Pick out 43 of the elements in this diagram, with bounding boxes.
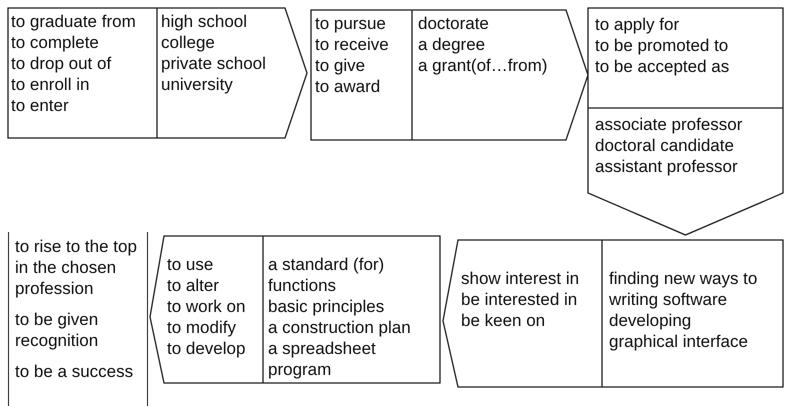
phrase: be interested in — [461, 289, 578, 310]
phrase: to award — [315, 76, 382, 97]
phrase: a grant(of…from) — [418, 55, 548, 76]
phrase: a standard (for) — [268, 254, 386, 275]
phrase: basic principles — [268, 296, 386, 317]
phrase: show interest in — [461, 268, 580, 289]
phrase: doctoral candidate — [595, 135, 735, 156]
phrase: to drop out of — [11, 53, 112, 74]
phrase: private school — [161, 53, 267, 74]
phrase: to pursue — [315, 13, 387, 34]
phrase: doctorate — [418, 13, 490, 34]
phrase: to work on — [167, 296, 246, 317]
phrase: to rise to the top in the chosen profession — [15, 236, 138, 299]
phrase: to enter — [11, 95, 70, 116]
phrase: to develop — [167, 338, 246, 359]
phrase: writing software — [609, 289, 728, 310]
text-panel — [8, 232, 148, 406]
phrase: to be promoted to — [595, 35, 730, 56]
phrase: high school — [161, 11, 248, 32]
phrase: functions — [268, 275, 338, 296]
phrase: developing — [609, 310, 692, 331]
phrase: to receive — [315, 34, 390, 55]
phrase: finding new ways to — [609, 268, 758, 289]
phrase: university — [161, 74, 234, 95]
phrase: assistant professor — [595, 156, 739, 177]
phrase: a degree — [418, 34, 486, 55]
phrase: to be accepted as — [595, 56, 730, 77]
phrase: to alter — [167, 275, 220, 296]
phrase: to be a success — [15, 361, 134, 382]
phrase: to apply for — [595, 14, 680, 35]
phrase: to modify — [167, 317, 237, 338]
phrase: to use — [167, 254, 214, 275]
phrase: associate professor — [595, 114, 744, 135]
phrase: to give — [315, 55, 366, 76]
phrase: graphical interface — [609, 331, 749, 352]
phrase: to be given recognition — [15, 309, 100, 351]
phrase: a spreadsheet program — [268, 338, 377, 380]
phrase: a construction plan — [268, 317, 412, 338]
phrase: college — [161, 32, 216, 53]
phrase: to enroll in — [11, 74, 90, 95]
phrase: to graduate from — [11, 11, 137, 32]
phrase: to complete — [11, 32, 100, 53]
phrase: be keen on — [461, 310, 546, 331]
